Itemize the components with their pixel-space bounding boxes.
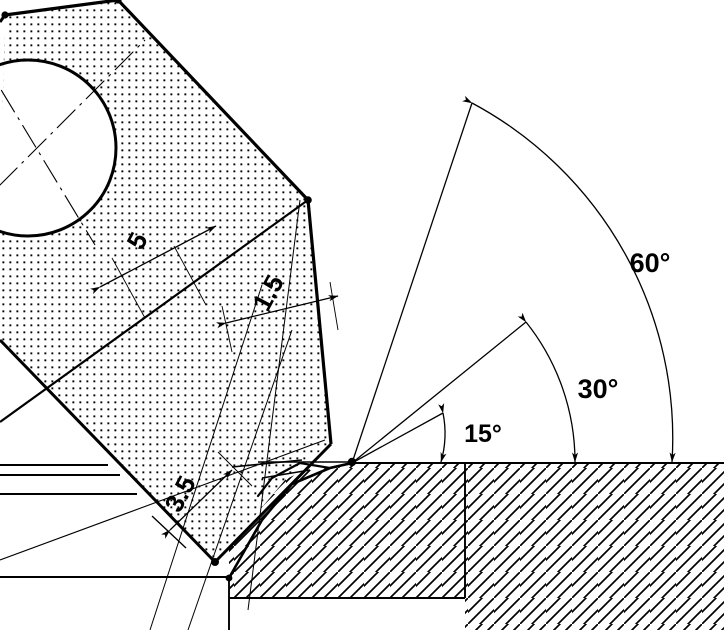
angle-30-label: 30° bbox=[578, 374, 619, 404]
bore-centreline-a bbox=[0, 39, 146, 186]
angle-60-ray bbox=[351, 102, 473, 464]
chip-region bbox=[231, 457, 357, 498]
angle-15-ray bbox=[351, 412, 444, 464]
angle-30-arc bbox=[517, 312, 579, 463]
dimension-5-ext-a bbox=[111, 257, 146, 319]
dimension-3-5-ext-b bbox=[217, 451, 253, 487]
angle-15-arc bbox=[438, 403, 447, 463]
bore-centreline-b bbox=[0, 86, 96, 246]
tool-node-bottom bbox=[211, 558, 219, 566]
tool-bore-hole-fill bbox=[0, 60, 116, 236]
dimension-1-5-ext-a bbox=[221, 305, 233, 353]
tool-node-apex bbox=[114, 0, 122, 4]
chip-underside bbox=[256, 461, 354, 498]
tool-construction-line-d bbox=[187, 329, 293, 630]
dimension-3-5-line bbox=[161, 469, 233, 539]
angle-dimension-15: 15° bbox=[351, 403, 502, 464]
angle-60-label: 60° bbox=[630, 248, 671, 278]
tool-construction-line-b bbox=[247, 199, 301, 611]
angle-60-arc bbox=[462, 95, 676, 463]
dimension-3-5-ext-a bbox=[151, 515, 187, 549]
angle-dimension-60: 60° bbox=[351, 95, 676, 464]
tool-construction-line-c bbox=[149, 284, 263, 630]
angle-30-ray bbox=[351, 321, 527, 464]
angle-15-label: 15° bbox=[464, 420, 502, 448]
tool-bore-hole-circle bbox=[0, 58, 118, 238]
tool-node-top-left bbox=[1, 11, 9, 19]
tool-chamfer-edge bbox=[0, 199, 309, 423]
left-reference-lines bbox=[0, 464, 229, 578]
chip-flow-line bbox=[231, 459, 303, 468]
chip-shear-line bbox=[261, 469, 311, 479]
tool-flank-face bbox=[213, 442, 333, 564]
dimension-5-line bbox=[90, 225, 217, 295]
tool-edge-top-right bbox=[116, 0, 310, 202]
tool-edge-top-left bbox=[4, 0, 119, 17]
dimension-5-ext-b bbox=[173, 245, 207, 306]
dimension-1-5-line bbox=[216, 295, 339, 329]
dimension-1-5-ext-b bbox=[329, 281, 339, 331]
angle-dimension-30: 30° bbox=[351, 312, 619, 464]
